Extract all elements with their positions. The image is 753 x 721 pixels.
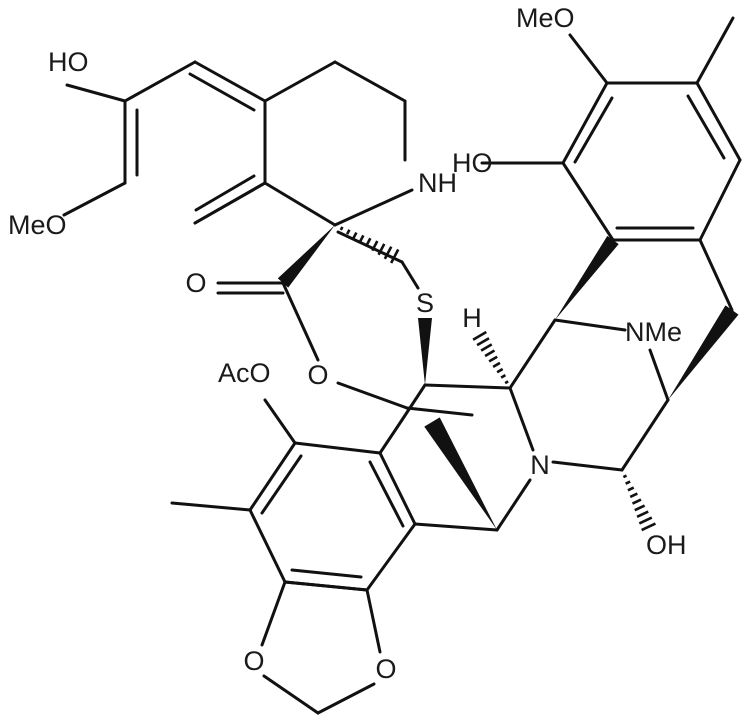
double-bond-inner [260,454,303,515]
single-bond [333,188,414,227]
single-bond [123,60,197,103]
single-bond [263,398,297,445]
hashed-bond [472,330,509,385]
single-bond [263,181,337,227]
atom-label-s: S [416,288,434,318]
atom-label-o-carbonyl: O [185,268,206,298]
single-bond [336,381,409,410]
atom-label-n-center: N [530,450,550,480]
single-bond [698,238,734,312]
single-bond [508,386,535,452]
atom-label-o-ester: O [307,360,328,390]
single-bond [62,181,127,217]
single-bond [400,383,427,422]
single-bond [336,230,404,264]
atom-label-aco: AcO [218,358,271,388]
double-bond-inner [188,72,256,112]
single-bond [248,508,287,584]
single-bond [695,16,735,85]
wedge-bond [668,305,739,400]
atom-label-meo-top-right: MeO [516,3,575,33]
hashed-bond [622,474,656,532]
double-bond-outer [378,451,417,526]
double-bond-outer [695,81,742,162]
bond-layer [62,16,742,715]
single-bond [170,501,252,512]
single-bond [698,158,742,242]
single-bond [568,33,609,85]
single-bond [262,674,320,715]
single-bond [316,682,376,715]
single-bond [378,418,404,455]
single-bond [423,383,512,390]
atom-label-ho-top-left: HO [48,47,89,77]
wedge-bond [555,235,619,320]
single-bond [553,318,627,332]
single-bond [620,398,670,472]
single-bond [648,348,670,402]
double-bond-outer [248,441,297,512]
single-bond [333,60,407,103]
single-bond [561,161,615,242]
single-bond [405,406,474,417]
single-bond [413,522,499,532]
wedge-bond [424,417,497,530]
single-bond [281,281,320,362]
atom-label-o-diox-right: O [375,654,396,684]
single-bond [365,588,382,654]
single-bond [260,580,287,647]
single-bond [400,260,420,290]
single-bond [508,318,557,390]
hashed-bond [339,226,400,264]
double-bond-inner [194,174,256,212]
single-bond [293,441,382,455]
atom-label-o-diox-left: O [243,646,264,676]
double-bond-outer [283,580,369,592]
double-bond-outer [193,181,267,225]
double-bond-inner [573,96,614,164]
double-bond-inner [368,460,405,528]
single-bond [551,460,624,472]
atom-label-h: H [462,303,482,333]
single-bond [65,83,127,103]
wedge-bond [277,225,335,288]
wedge-bond [418,318,432,385]
double-bond-outer [561,81,609,165]
single-bond [263,60,337,103]
single-bond [495,478,532,532]
atom-label-ho-right: HO [452,148,493,178]
atom-label-nh: NH [418,168,457,198]
single-bond [365,522,417,592]
atom-label-nme: NMe [625,317,682,347]
atom-label-oh-bottom: OH [646,530,687,560]
atom-label-meo-left: MeO [8,210,67,240]
double-bond-inner [686,94,726,160]
double-bond-inner [290,568,363,579]
double-bond-outer [193,60,267,103]
